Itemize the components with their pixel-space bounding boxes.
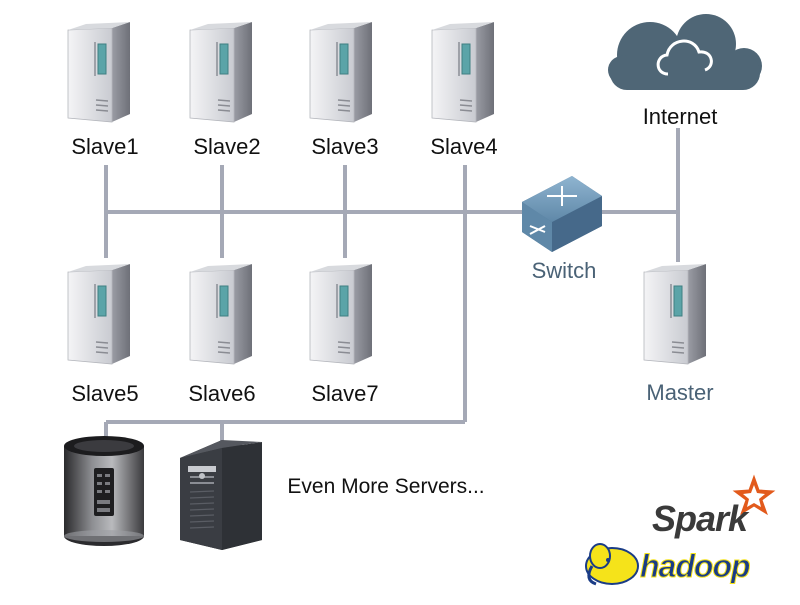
mac-pro-icon	[64, 436, 144, 546]
slave4-label: Slave4	[430, 134, 498, 159]
switch-label: Switch	[531, 258, 597, 283]
spark-logo-text: Spark	[652, 498, 748, 539]
server-slave4-icon	[431, 21, 495, 123]
slave7-label: Slave7	[311, 381, 379, 406]
slave1-label: Slave1	[71, 134, 139, 159]
server-slave7-icon	[309, 263, 373, 365]
server-slave6-icon	[189, 263, 253, 365]
hadoop-elephant-icon	[585, 543, 639, 586]
master-label: Master	[646, 380, 714, 405]
server-slave5-icon	[67, 263, 131, 365]
slave3-label: Slave3	[311, 134, 379, 159]
internet-cloud-icon	[608, 14, 762, 90]
server-slave1-icon	[67, 21, 131, 123]
spark-star-icon	[732, 474, 776, 516]
tower-server-icon	[180, 440, 262, 550]
slave2-label: Slave2	[193, 134, 261, 159]
switch-icon	[522, 176, 602, 252]
internet-label: Internet	[642, 104, 718, 129]
server-master-icon	[643, 263, 707, 365]
more-servers-label: Even More Servers...	[287, 475, 485, 498]
hadoop-logo-text: hadoop	[640, 548, 752, 585]
server-slave3-icon	[309, 21, 373, 123]
slave6-label: Slave6	[188, 381, 256, 406]
internet-cloud-outline	[656, 39, 713, 76]
server-slave2-icon	[189, 21, 253, 123]
slave5-label: Slave5	[71, 381, 139, 406]
